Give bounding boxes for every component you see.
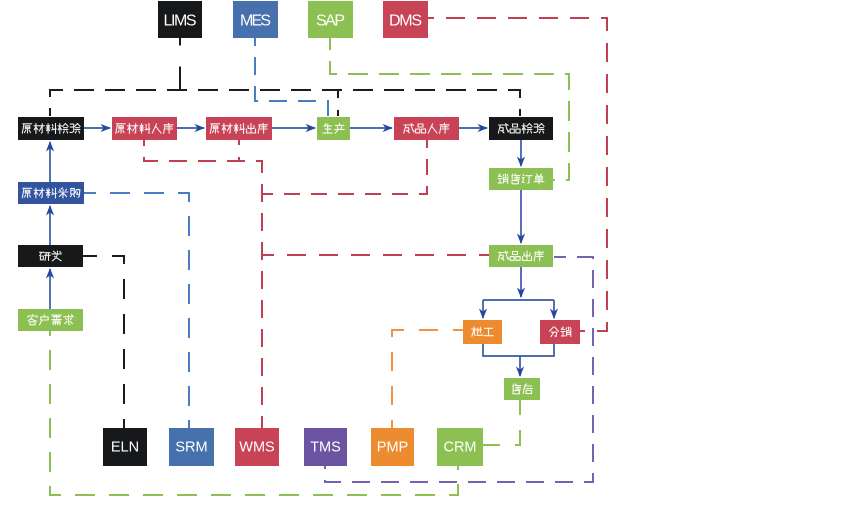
svg-text:TMS: TMS	[310, 440, 341, 456]
svg-text:ELN: ELN	[111, 440, 139, 456]
svg-text:DMS: DMS	[389, 13, 422, 30]
svg-text:PMP: PMP	[377, 440, 408, 456]
svg-text:SRM: SRM	[175, 440, 207, 456]
svg-text:MES: MES	[240, 13, 271, 30]
svg-text:CRM: CRM	[443, 440, 476, 456]
svg-text:SAP: SAP	[316, 13, 345, 30]
svg-text:WMS: WMS	[239, 440, 274, 456]
svg-text:LIMS: LIMS	[164, 13, 197, 30]
